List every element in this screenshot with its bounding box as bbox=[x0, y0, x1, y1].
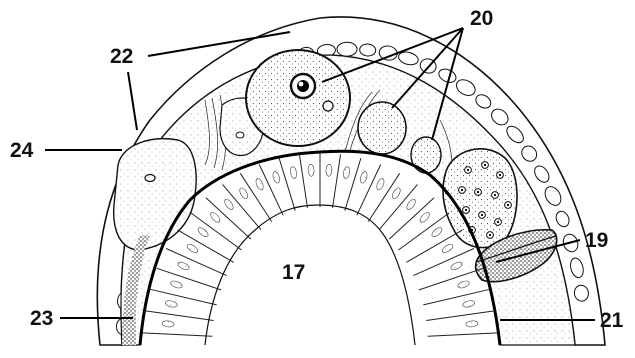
epithelial-nucleus bbox=[391, 187, 402, 200]
cluster-nucleolus bbox=[477, 191, 479, 193]
epithelial-nucleus bbox=[457, 280, 470, 290]
germ-cell-cluster bbox=[443, 149, 517, 248]
cluster-nucleolus bbox=[489, 234, 491, 236]
epithelial-nucleus bbox=[272, 171, 281, 184]
epithelial-cell-wall bbox=[426, 311, 495, 321]
cluster-nucleolus bbox=[497, 221, 499, 223]
epithelial-cell-wall bbox=[423, 289, 490, 305]
label-17: 17 bbox=[282, 262, 305, 283]
epithelial-nucleus bbox=[375, 178, 385, 191]
cluster-nucleolus bbox=[481, 214, 483, 216]
cluster-nucleolus bbox=[494, 194, 496, 196]
epithelial-nucleus bbox=[466, 320, 479, 327]
epithelial-nucleus bbox=[405, 198, 417, 211]
epithelial-cell-wall bbox=[150, 289, 217, 305]
label-24: 24 bbox=[10, 140, 33, 161]
epithelial-nucleus bbox=[197, 226, 210, 238]
epithelial-nucleus bbox=[326, 164, 333, 176]
leader-22b bbox=[128, 72, 137, 130]
epithelial-nucleus bbox=[343, 166, 351, 179]
epithelial-nucleus bbox=[209, 211, 222, 224]
epithelial-cell-wall bbox=[157, 268, 221, 290]
label-22: 22 bbox=[110, 46, 133, 67]
cluster-nucleolus bbox=[461, 189, 463, 191]
oocyte-medium bbox=[358, 102, 406, 154]
epithelial-cell-wall bbox=[145, 311, 214, 321]
epithelial-nucleus bbox=[462, 300, 475, 309]
oocyte-nucleolus-spot bbox=[299, 82, 304, 87]
epithelial-cell-wall bbox=[428, 333, 498, 336]
cluster-nucleolus bbox=[467, 169, 469, 171]
label-20: 20 bbox=[470, 8, 493, 29]
label-19: 19 bbox=[585, 230, 608, 251]
epithelial-cell-wall bbox=[142, 333, 212, 336]
epithelial-nucleus bbox=[162, 320, 175, 327]
epithelial-nucleus bbox=[165, 300, 178, 309]
epithelial-cell-wall bbox=[419, 268, 483, 290]
epithelial-cell-wall bbox=[345, 158, 361, 211]
epithelial-nucleus bbox=[223, 198, 235, 211]
epithelial-nucleus bbox=[290, 166, 298, 179]
clear-cell-nucleus bbox=[236, 132, 244, 138]
cluster-nucleolus bbox=[465, 209, 467, 211]
epithelial-nucleus bbox=[177, 261, 190, 272]
epithelial-nucleus bbox=[430, 226, 443, 238]
epithelial-nucleus bbox=[186, 243, 199, 255]
oocyte-vacuole bbox=[323, 101, 333, 111]
epithelial-nucleus bbox=[308, 164, 315, 176]
epithelial-nucleus bbox=[238, 187, 249, 200]
epithelial-nucleus bbox=[450, 261, 463, 272]
epithelial-nucleus bbox=[359, 171, 368, 184]
outer-cell bbox=[337, 42, 357, 56]
epithelial-cell-wall bbox=[279, 158, 295, 211]
label-23: 23 bbox=[30, 308, 53, 329]
cluster-nucleolus bbox=[484, 164, 486, 166]
epithelial-nucleus bbox=[441, 243, 454, 255]
label-21: 21 bbox=[600, 310, 623, 331]
epithelial-nucleus bbox=[418, 211, 431, 224]
oocyte-nucleolus bbox=[297, 80, 309, 92]
epithelial-nucleus bbox=[170, 280, 183, 290]
cluster-nucleolus bbox=[507, 204, 509, 206]
epithelial-nucleus bbox=[254, 178, 264, 191]
epithelial-cell-wall bbox=[299, 154, 307, 208]
cluster-nucleolus bbox=[499, 174, 501, 176]
epithelial-cell-wall bbox=[333, 154, 341, 208]
